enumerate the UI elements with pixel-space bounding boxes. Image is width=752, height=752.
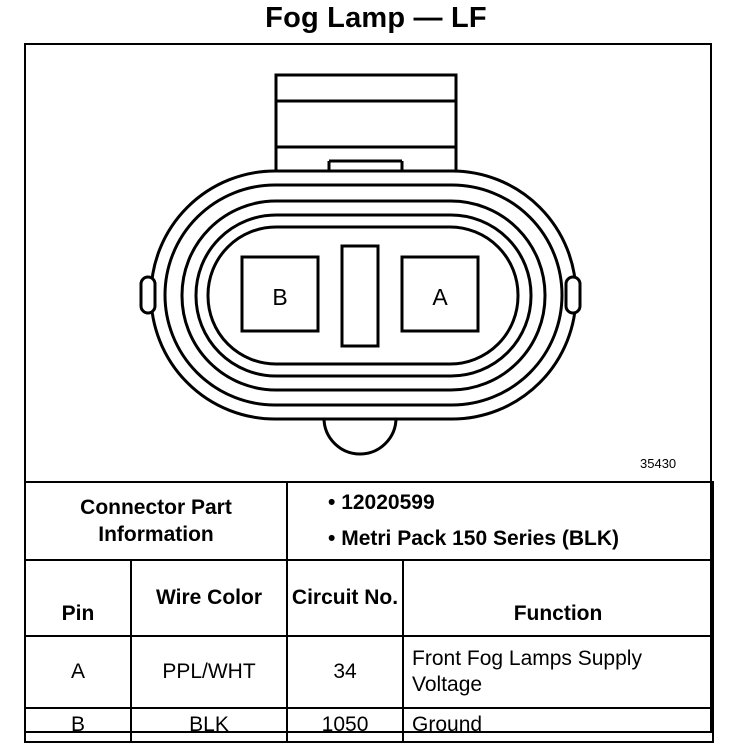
row-circuit-no: 1050 — [286, 707, 405, 743]
header-wire-color: Wire Color — [129, 559, 289, 637]
table-row: B BLK 1050 Ground — [24, 707, 715, 743]
header-circuit-no: Circuit No. — [286, 559, 405, 637]
row-wire-color: PPL/WHT — [129, 635, 289, 709]
connector-part-number: • 12020599 — [328, 491, 435, 514]
pin-cavity-b — [240, 255, 320, 333]
header-pin: Pin — [24, 559, 132, 637]
page-title: Fog Lamp — LF — [265, 2, 487, 34]
connector-housing — [139, 169, 582, 456]
table-header-row: Pin Wire Color Circuit No. Function — [24, 559, 715, 637]
connector-table: Connector Part Information • 12020599 • … — [23, 481, 715, 743]
row-pin: A — [24, 635, 132, 709]
row-function: Front Fog Lamps Supply Voltage — [402, 635, 715, 709]
pin-cavity-a — [400, 255, 480, 333]
row-pin: B — [24, 707, 132, 743]
figure-number: 35430 — [640, 456, 677, 471]
connector-info-values: • 12020599 • Metri Pack 150 Series (BLK) — [286, 481, 715, 561]
connector-diagram: B A — [139, 73, 582, 456]
table-row: A PPL/WHT 34 Front Fog Lamps Supply Volt… — [24, 635, 715, 709]
connector-series: • Metri Pack 150 Series (BLK) — [328, 527, 619, 550]
header-function: Function — [402, 559, 715, 637]
pin-label-b: B — [272, 284, 287, 310]
row-circuit-no: 34 — [286, 635, 405, 709]
connector-info-row: Connector Part Information • 12020599 • … — [23, 481, 715, 561]
row-function: Ground — [402, 707, 715, 743]
connector-info-label: Connector Part Information — [23, 481, 289, 561]
pin-label-a: A — [432, 284, 448, 310]
row-wire-color: BLK — [129, 707, 289, 743]
